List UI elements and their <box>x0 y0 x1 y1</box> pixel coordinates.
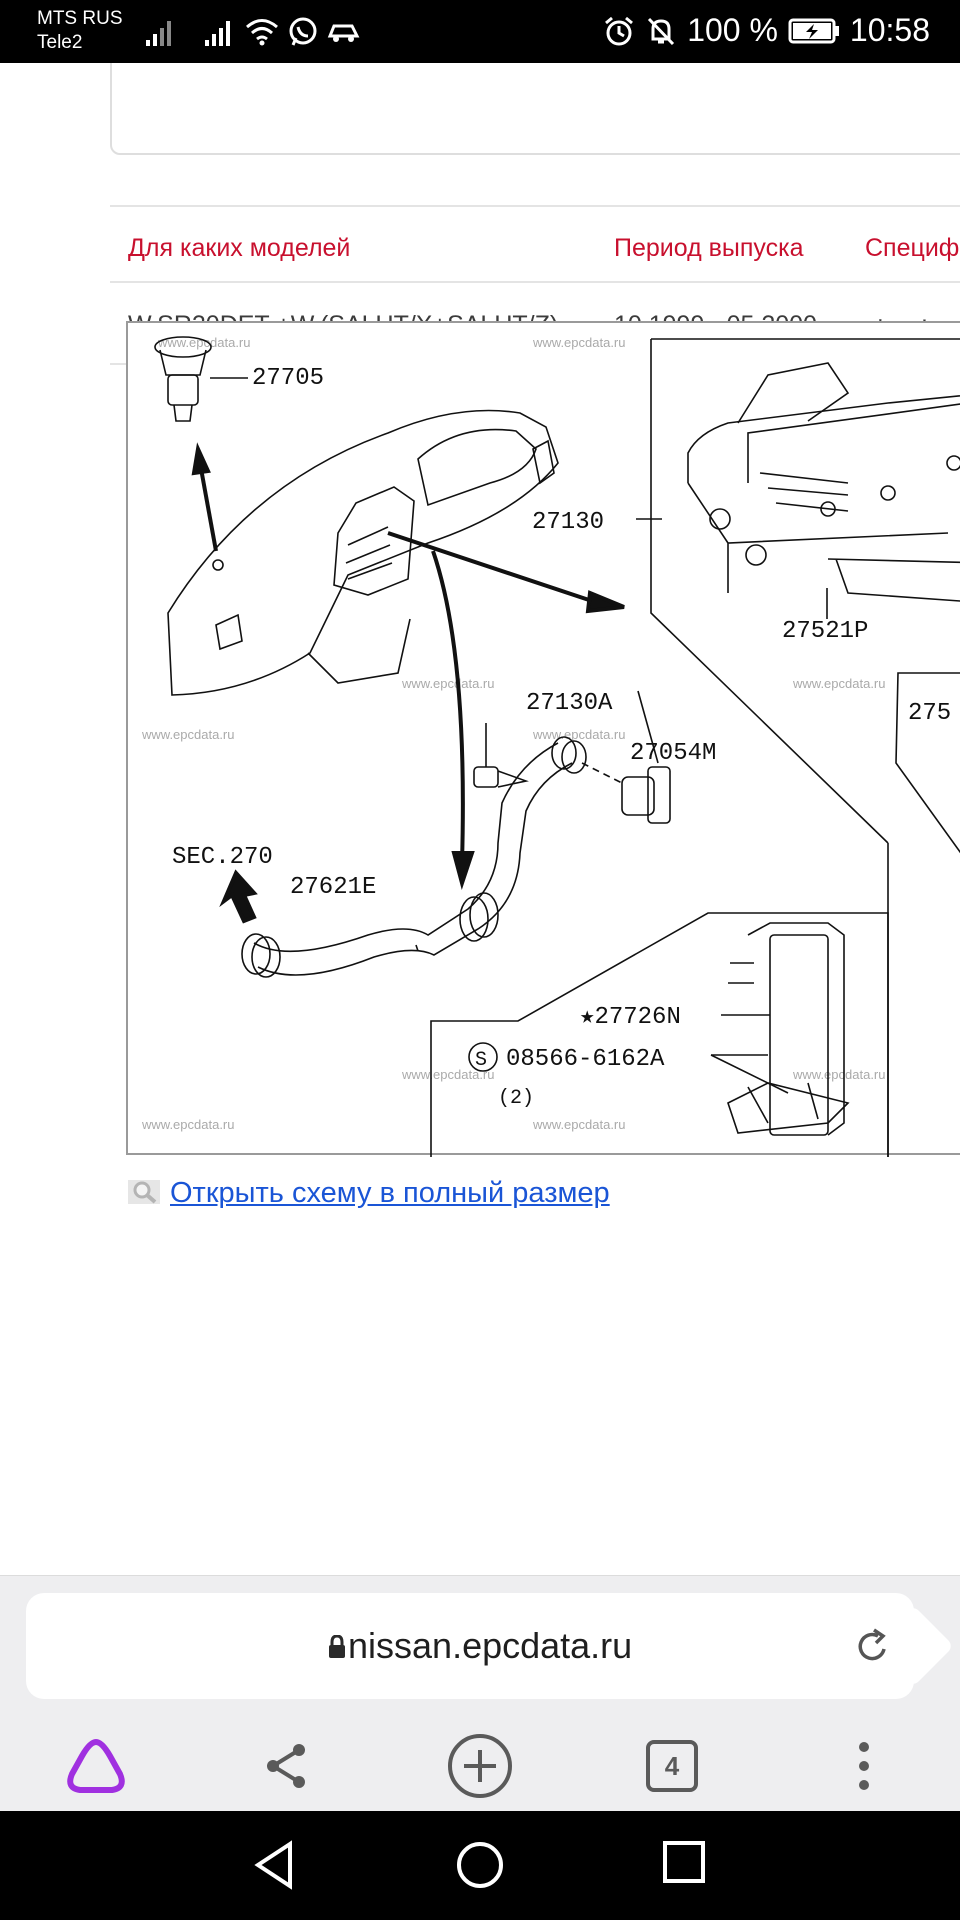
part-label-27054m: 27054M <box>630 740 716 767</box>
reload-icon[interactable] <box>852 1627 892 1667</box>
watermark: www.epcdata.ru <box>532 1117 626 1132</box>
watermark: www.epcdata.ru <box>157 335 251 350</box>
browser-toolbar: 4 <box>0 1726 960 1812</box>
lock-icon <box>329 1635 345 1658</box>
car-app-icon <box>327 24 360 42</box>
part-label-27521p: 27521P <box>782 618 868 645</box>
carrier-2: Tele2 <box>37 32 83 53</box>
tabs-button[interactable]: 4 <box>632 1726 712 1806</box>
open-full-size-link[interactable]: Открыть схему в полный размер <box>170 1177 610 1209</box>
watermark: www.epcdata.ru <box>401 1067 495 1082</box>
part-label-27726n: ★27726N <box>580 1004 681 1031</box>
new-tab-button[interactable] <box>440 1726 520 1806</box>
part-label-275: 275 <box>908 700 951 727</box>
divider <box>110 205 960 207</box>
status-bar: MTS RUS Tele2 100 % <box>0 0 960 63</box>
clock: 10:58 <box>849 12 930 48</box>
share-icon <box>267 1744 305 1788</box>
part-label-27130: 27130 <box>532 509 604 536</box>
magnifier-icon <box>128 1179 160 1204</box>
part-label-27705: 27705 <box>252 365 324 392</box>
part-label-qty: (2) <box>498 1087 534 1110</box>
header-spec: Специф <box>865 234 960 262</box>
alarm-icon <box>605 16 634 45</box>
header-models: Для каких моделей <box>128 234 351 262</box>
part-label-27130a: 27130A <box>526 690 613 717</box>
header-period: Период выпуска <box>614 234 804 262</box>
parts-diagram[interactable]: www.epcdata.ru www.epcdata.ru www.epcdat… <box>126 321 960 1157</box>
part-label-08566: 08566-6162A <box>506 1046 665 1073</box>
back-icon[interactable] <box>252 1840 296 1890</box>
signal-strength-icon <box>146 21 171 46</box>
divider <box>110 281 960 283</box>
watermark: www.epcdata.ru <box>141 727 235 742</box>
battery-charging-icon <box>788 18 839 43</box>
recents-icon[interactable] <box>662 1840 706 1886</box>
browser-bar: nissan.epcdata.ru 4 <box>0 1575 960 1811</box>
watermark: www.epcdata.ru <box>792 676 886 691</box>
watermark: www.epcdata.ru <box>532 727 626 742</box>
tabs-icon <box>646 1740 698 1792</box>
open-full-size-row[interactable]: Открыть схему в полный размер <box>128 1177 610 1210</box>
system-navigation-bar <box>0 1811 960 1920</box>
wifi-icon <box>246 19 278 46</box>
battery-percent: 100 % <box>687 12 778 48</box>
home-icon[interactable] <box>455 1840 505 1890</box>
more-vertical-icon <box>859 1742 869 1790</box>
web-page: Для каких моделей Период выпуска Специф … <box>0 63 960 1575</box>
watermark: www.epcdata.ru <box>792 1067 886 1082</box>
previous-card <box>110 63 960 155</box>
carrier-1: MTS RUS <box>37 8 123 29</box>
signal-strength-icon-2 <box>205 21 230 46</box>
whatsapp-icon <box>289 17 317 46</box>
watermark: www.epcdata.ru <box>141 1117 235 1132</box>
plus-circle-icon <box>448 1734 512 1798</box>
carrier-info: MTS RUS Tele2 <box>37 7 123 55</box>
watermark: www.epcdata.ru <box>401 676 495 691</box>
alice-assistant-icon <box>67 1738 125 1793</box>
address-bar[interactable]: nissan.epcdata.ru <box>26 1593 914 1699</box>
tabs-count: 4 <box>664 1750 680 1781</box>
s-symbol: S <box>475 1049 487 1072</box>
url-text[interactable]: nissan.epcdata.ru <box>348 1625 633 1666</box>
part-label-27621e: 27621E <box>290 874 376 901</box>
part-label-sec270: SEC.270 <box>172 844 273 871</box>
alice-button[interactable] <box>56 1726 136 1806</box>
share-button[interactable] <box>246 1726 326 1806</box>
watermark: www.epcdata.ru <box>532 335 626 350</box>
browser-menu-button[interactable] <box>824 1726 904 1806</box>
notifications-off-icon <box>648 17 675 45</box>
